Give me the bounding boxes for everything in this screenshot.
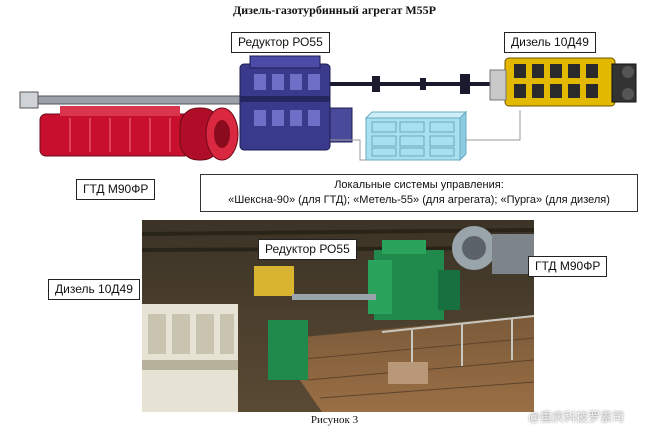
diesel-engine bbox=[489, 57, 637, 107]
shaft-coupling bbox=[372, 76, 380, 92]
photo-diesel bbox=[142, 304, 238, 412]
cable-line bbox=[330, 139, 366, 161]
label-diesel-photo: Дизель 10Д49 bbox=[48, 279, 140, 300]
turbine-intake-pipe bbox=[19, 95, 246, 105]
control-systems-list: «Шексна-90» (для ГТД); «Метель-55» (для … bbox=[228, 194, 610, 206]
photo-gearbox bbox=[368, 240, 460, 320]
photo-turbine bbox=[452, 226, 534, 274]
watermark: @重庆科技罗素司 bbox=[528, 410, 625, 424]
control-cabinet bbox=[364, 110, 468, 162]
gearbox bbox=[239, 55, 353, 151]
control-systems-heading: Локальные системы управления: bbox=[334, 179, 504, 191]
label-gearbox-top: Редуктор РО55 bbox=[231, 32, 330, 53]
label-diesel-top: Дизель 10Д49 bbox=[504, 32, 596, 53]
label-gearbox-photo: Редуктор РО55 bbox=[258, 239, 357, 260]
gas-turbine bbox=[39, 106, 239, 161]
diagram-title: Дизель-газотурбинный агрегат М55Р bbox=[232, 3, 436, 17]
label-gtd-top: ГТД М90ФР bbox=[76, 179, 156, 200]
shaft-coupling bbox=[460, 74, 470, 94]
cable-line bbox=[466, 110, 521, 141]
figure-caption: Рисунок 3 bbox=[310, 414, 359, 426]
control-systems-box: Локальные системы управления: «Шексна-90… bbox=[200, 174, 638, 212]
unit-schematic bbox=[19, 55, 637, 162]
label-gtd-photo: ГТД М90ФР bbox=[528, 256, 608, 277]
shaft-coupling bbox=[420, 78, 426, 90]
turbine-intake-end bbox=[19, 91, 39, 109]
